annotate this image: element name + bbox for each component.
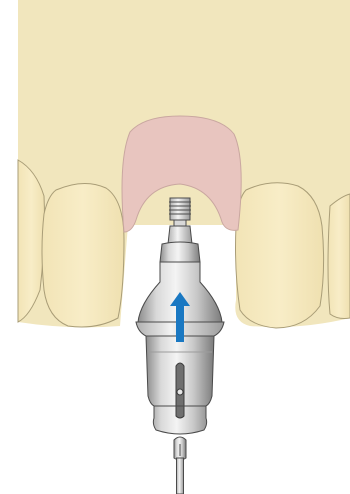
tooth-right-back [328, 194, 350, 319]
screwdriver-icon [174, 437, 186, 494]
tooth-right [236, 183, 324, 328]
tooth-left [42, 183, 124, 327]
abutment-neck [168, 226, 192, 244]
tool-hole [177, 389, 183, 395]
abutment-collar [160, 242, 200, 262]
